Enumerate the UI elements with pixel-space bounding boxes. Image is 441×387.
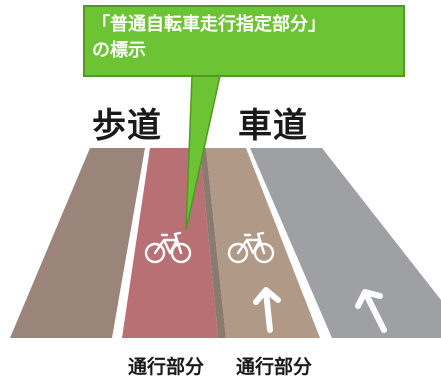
callout-line-1: 「普通自転車走行指定部分」 [92, 14, 326, 35]
roadway-lane-caption: 通行部分 [236, 356, 313, 378]
sidewalk-lane-caption: 通行部分 [128, 356, 205, 378]
road-curb [200, 148, 226, 338]
sidewalk-heading: 歩道 [92, 106, 162, 146]
callout-box [83, 5, 405, 77]
callout-pointer-outline [185, 75, 221, 231]
arrow-up-icon [355, 289, 387, 333]
roadway-heading: 車道 [238, 106, 308, 146]
pedestrian-area [10, 148, 145, 338]
callout-line-2: の標示 [92, 40, 146, 61]
callout-label: 「普通自転車走行指定部分」 の標示 [92, 12, 402, 64]
car-lane [250, 148, 441, 338]
arrow-up-icon [253, 287, 281, 333]
